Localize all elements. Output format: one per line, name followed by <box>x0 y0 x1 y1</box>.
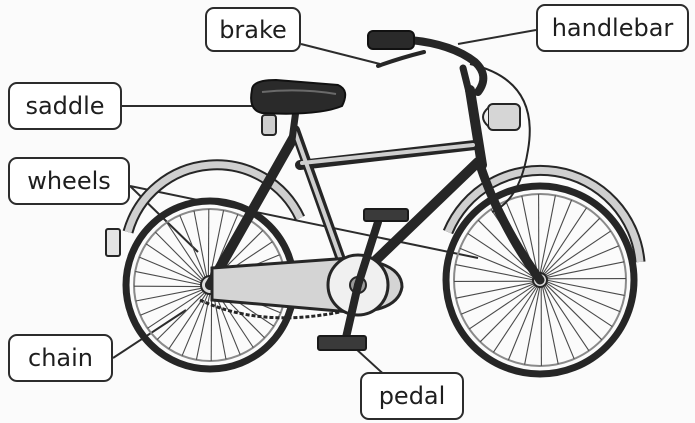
label-chain: chain <box>8 334 113 382</box>
label-saddle: saddle <box>8 82 122 130</box>
label-brake: brake <box>205 7 301 52</box>
pedal-far <box>364 209 408 221</box>
wheel-spoke <box>546 262 625 278</box>
handlebar-grip <box>368 31 414 49</box>
wheel-spoke <box>545 283 602 340</box>
wheel-spoke <box>135 271 202 285</box>
wheel-spoke <box>480 285 537 342</box>
handlebar-shape <box>410 40 483 92</box>
label-wheels: wheels <box>8 157 130 205</box>
saddle-shape <box>251 80 345 114</box>
rear-reflector <box>106 229 120 256</box>
wheel-spoke <box>540 195 555 274</box>
wheel-spoke <box>525 286 540 365</box>
wheel-spoke <box>543 218 600 275</box>
label-pedal: pedal <box>360 372 464 420</box>
brake-lever <box>378 52 424 66</box>
label-handlebar: handlebar <box>536 4 689 52</box>
wheel-spoke <box>455 265 534 280</box>
stem <box>463 68 470 96</box>
wheel-spoke <box>542 286 558 365</box>
wheel-spoke <box>456 282 535 298</box>
leader-chain <box>113 310 186 358</box>
lamp <box>488 104 520 130</box>
front-fork <box>480 165 540 280</box>
leader-handlebar <box>458 30 536 44</box>
saddle-spring <box>262 115 276 135</box>
pedal-near <box>318 336 366 350</box>
wheel-spoke <box>546 280 625 295</box>
